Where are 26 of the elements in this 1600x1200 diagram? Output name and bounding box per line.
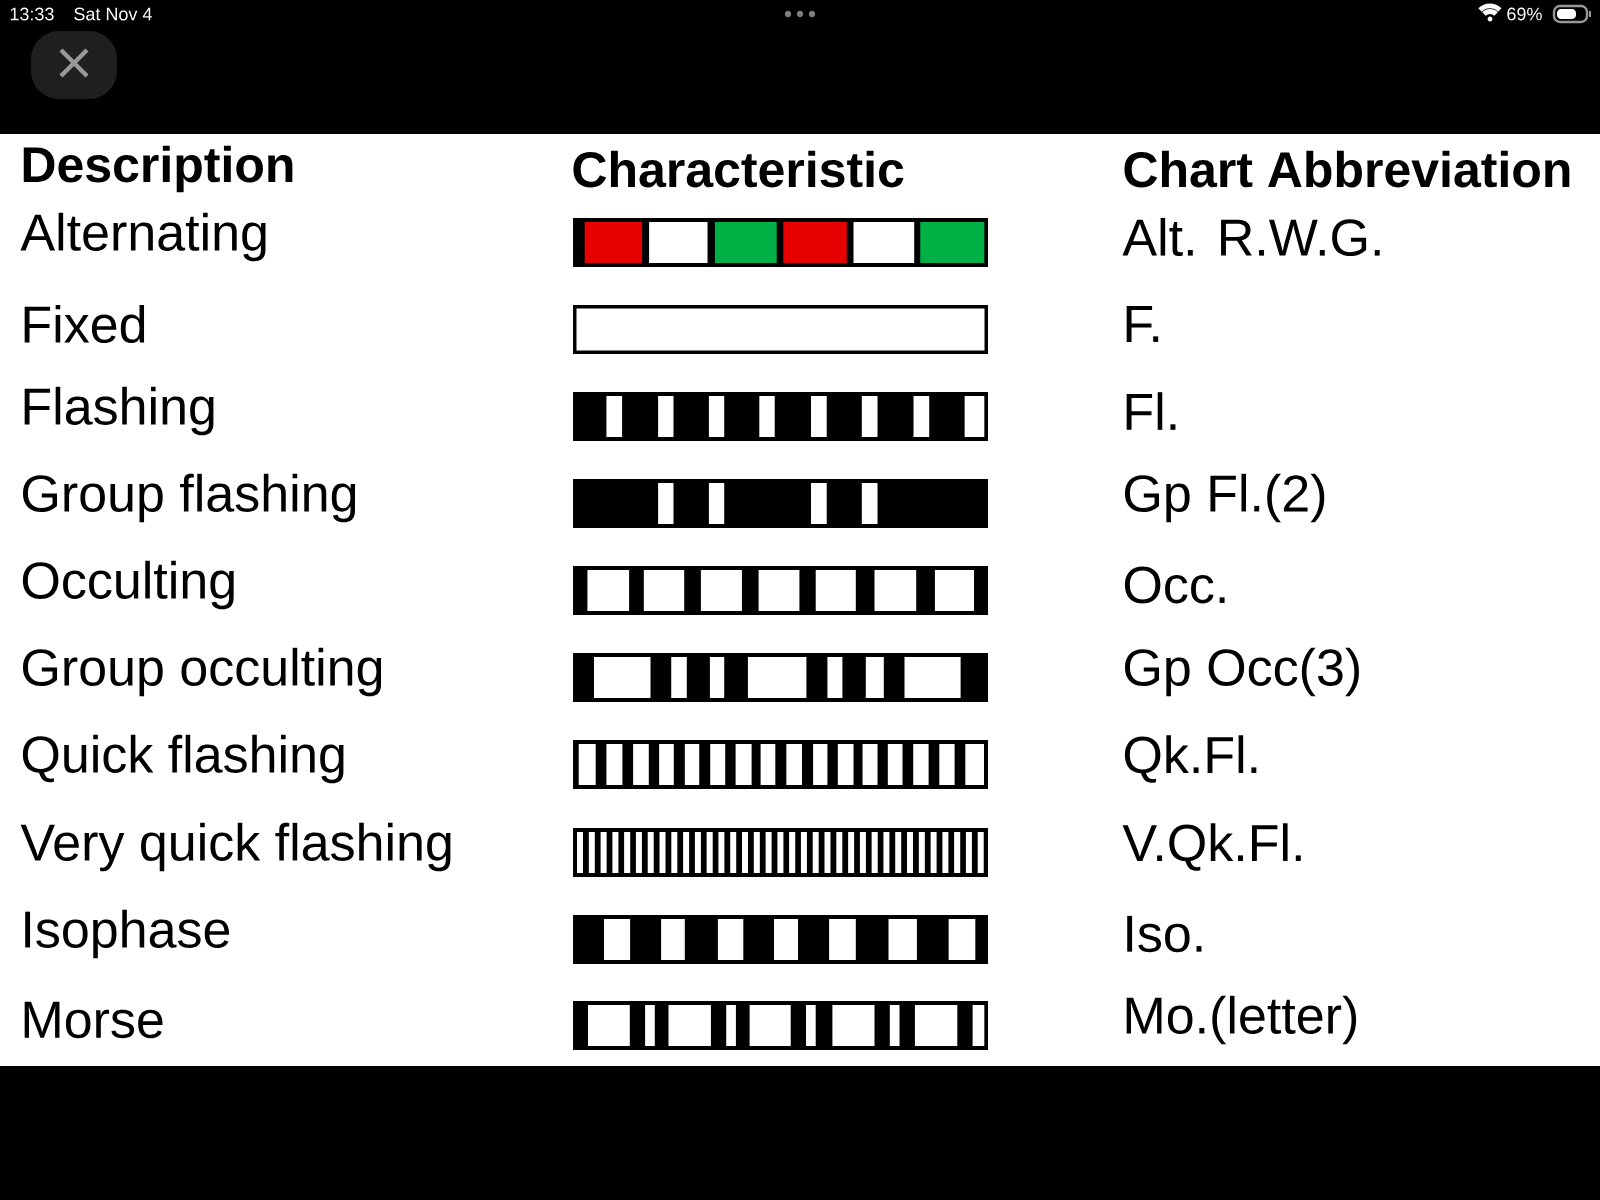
status-text: 69% [1507,7,1542,21]
description-text: Alternating [20,212,266,262]
column-header: Chart Abbreviation [1124,150,1570,188]
description-text: Flashing [24,386,214,436]
abbreviation-text: Iso. [1127,915,1202,953]
description-text: Group flashing [23,473,356,523]
column-header: Characteristic [573,150,904,188]
description-text: Group occulting [23,647,382,697]
description-text: Morse [24,1001,163,1039]
abbreviation-text: Fl. [1126,392,1176,430]
abbreviation-text: Occ. [1124,566,1225,604]
abbreviation-text: Gp Occ(3) [1125,647,1359,697]
status-text: Sat Nov 4 [74,7,152,21]
abbreviation-text: Mo.(letter) [1126,995,1357,1045]
abbreviation-text: Gp Fl.(2) [1125,473,1325,523]
abbreviation-text: F. [1126,306,1159,342]
description-text: Very quick flashing [20,822,451,872]
description-text: Isophase [25,909,230,959]
description-text: Occulting [22,560,234,610]
column-header: Description [23,145,293,193]
abbreviation-text: V.Qk.Fl. [1122,823,1301,871]
description-text: Quick flashing [22,734,344,784]
description-text: Fixed [24,304,145,344]
abbreviation-text: Qk.Fl. [1124,735,1257,783]
abbreviation-text: Alt. R.W.G. [1122,217,1380,257]
status-text: 13:33 [10,7,54,21]
